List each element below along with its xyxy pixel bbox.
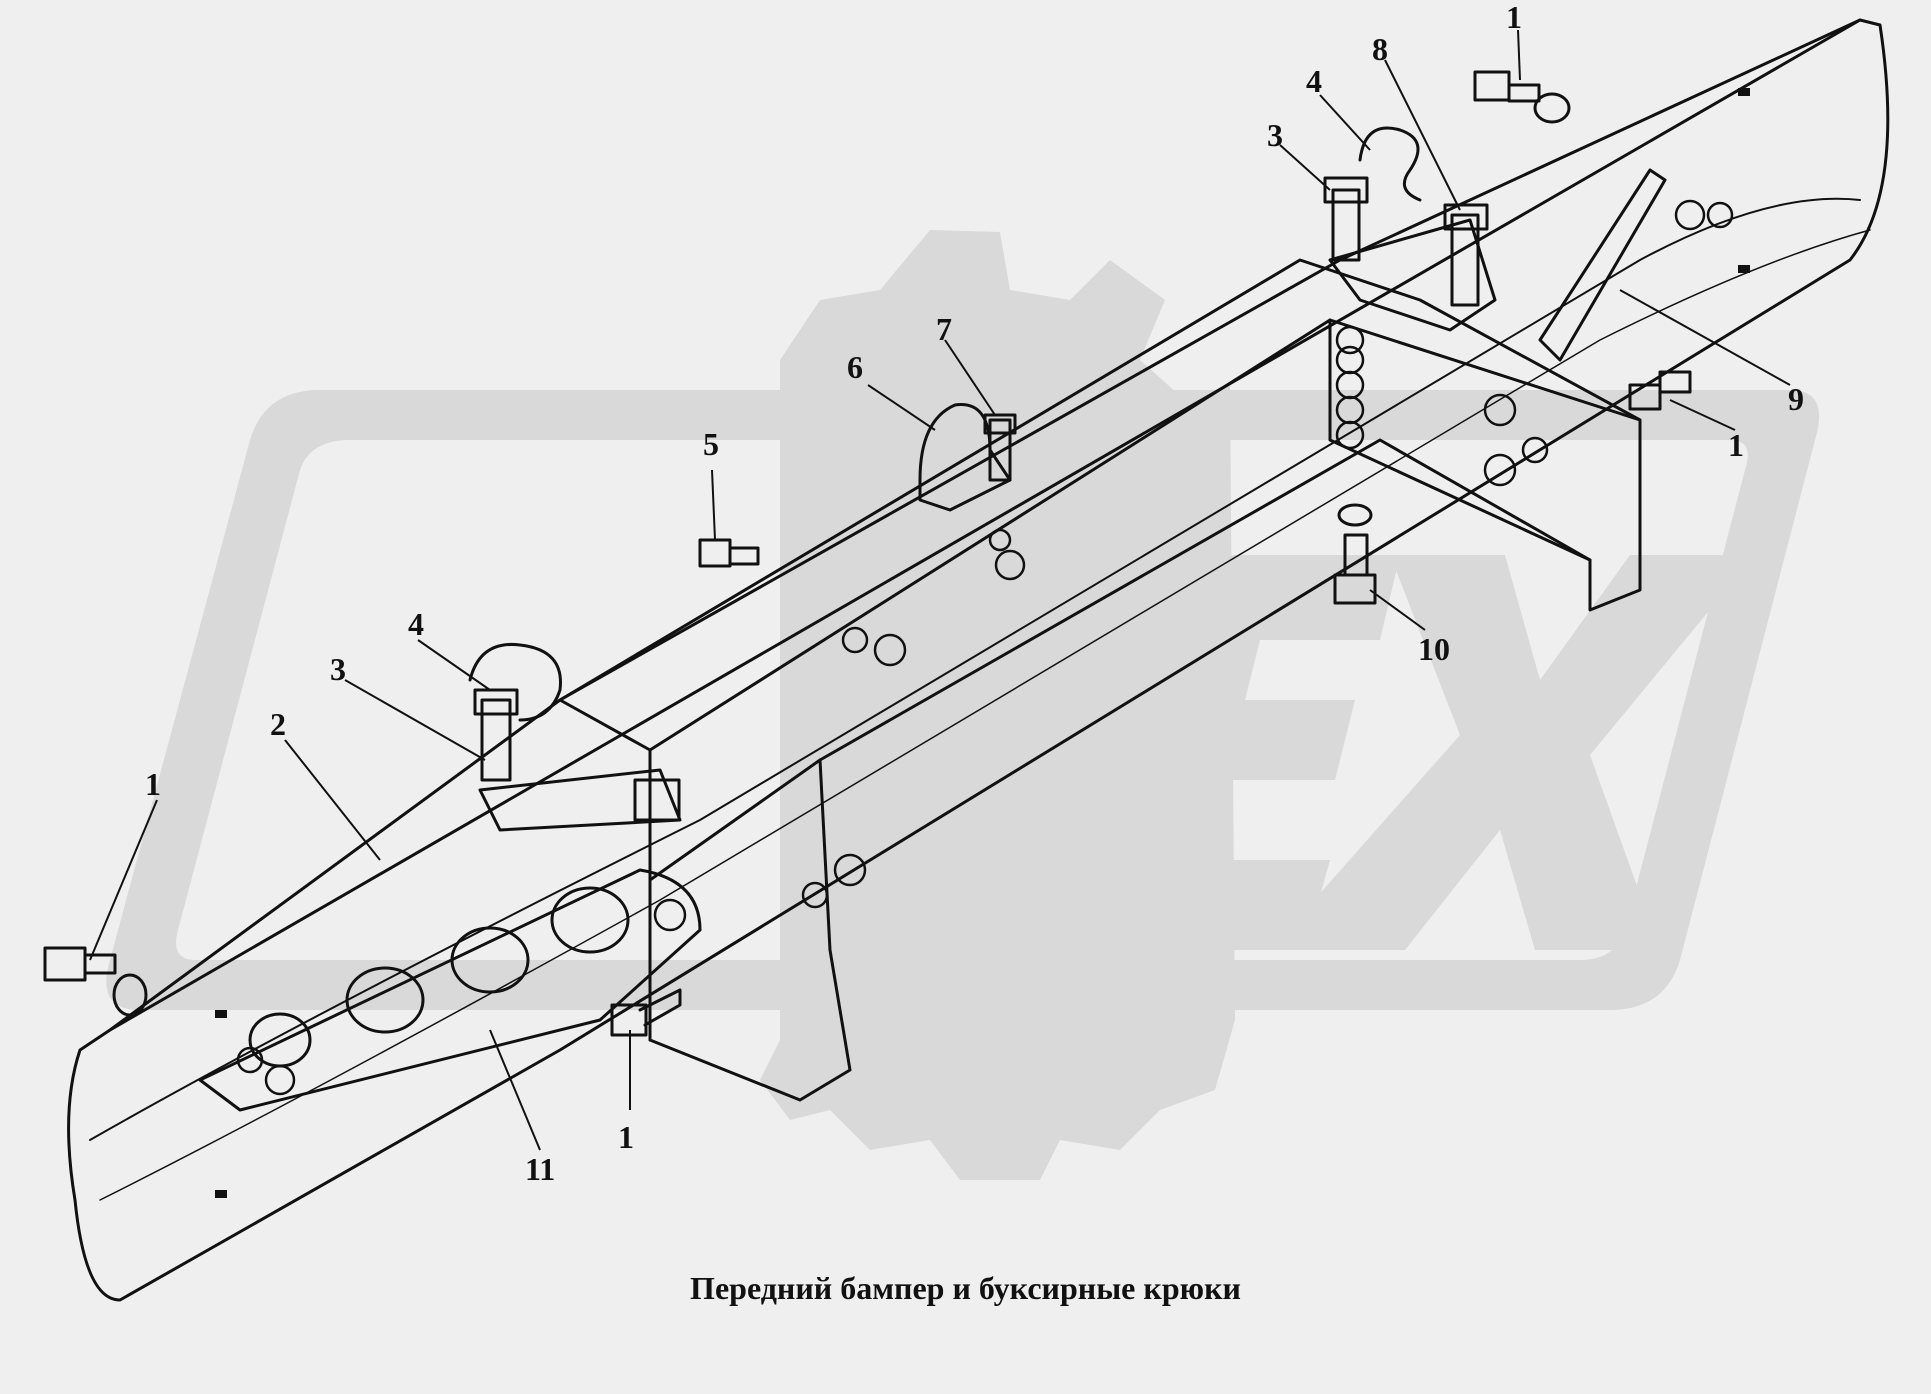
leader-4a xyxy=(417,639,491,691)
leader-7 xyxy=(944,339,996,416)
leader-4b xyxy=(1319,94,1371,151)
leader-8 xyxy=(1384,59,1461,211)
callout-2: 2 xyxy=(270,706,286,742)
frame-beam-flange xyxy=(1328,318,1592,562)
callout-9: 9 xyxy=(1788,381,1804,417)
callout-5: 5 xyxy=(703,426,719,462)
callout-4a: 4 xyxy=(408,606,424,642)
leader-lines xyxy=(89,29,1791,1151)
leader-6 xyxy=(867,384,936,431)
left-hook-bolt xyxy=(480,698,512,782)
bumper-crease-2 xyxy=(99,229,1871,1201)
bumper-upper-edge xyxy=(108,18,1862,1032)
leader-1d xyxy=(1669,399,1736,431)
bolt-5 xyxy=(698,538,760,568)
right-hook-bolt-a xyxy=(1331,188,1361,262)
callout-1b: 1 xyxy=(618,1119,634,1155)
bolt-7-head xyxy=(983,413,1017,435)
watermark-logo xyxy=(106,230,1820,1180)
bolt-1-top-right xyxy=(1473,70,1571,124)
leader-11 xyxy=(489,1029,541,1151)
leader-10 xyxy=(1369,589,1426,631)
callout-10: 10 xyxy=(1418,631,1450,667)
right-strut xyxy=(1538,168,1667,362)
callout-3b: 3 xyxy=(1267,117,1283,153)
callout-8: 8 xyxy=(1372,31,1388,67)
watermark-letter-e xyxy=(1035,555,1400,950)
frame-beam xyxy=(558,258,1642,1102)
watermark-letter-x xyxy=(1270,555,1755,950)
leader-5 xyxy=(711,469,716,541)
gusset-hole-3 xyxy=(550,886,630,954)
bumper-assembly xyxy=(43,18,1890,1302)
right-hook-bolt-b xyxy=(1450,213,1480,307)
bolt-7 xyxy=(988,418,1012,482)
gusset-hole-4 xyxy=(248,1012,312,1068)
right-hook-bolt-a-head xyxy=(1323,176,1369,204)
right-hook-bracket xyxy=(1328,218,1497,332)
bolt-1-right xyxy=(1628,370,1692,411)
bumper-blade xyxy=(67,18,1890,1302)
leader-3b xyxy=(1279,144,1331,191)
right-tow-hook xyxy=(1358,126,1422,202)
frame-beam-lower xyxy=(648,758,822,1042)
left-hook-nut xyxy=(633,778,681,822)
leader-9 xyxy=(1619,289,1791,386)
left-hook-bolt-head xyxy=(473,688,519,716)
leader-1c xyxy=(1517,29,1521,81)
blade-slots xyxy=(215,88,1750,1198)
right-hook-bolt-b-head xyxy=(1443,203,1489,231)
gusset-hole-1 xyxy=(345,966,425,1034)
left-gusset xyxy=(198,868,702,1112)
callout-labels: 1 1 1 1 2 3 3 4 4 5 6 7 8 9 10 11 xyxy=(145,0,1804,1187)
callout-3a: 3 xyxy=(330,651,346,687)
callout-1a: 1 xyxy=(145,766,161,802)
leader-2 xyxy=(284,739,381,861)
callout-6: 6 xyxy=(847,349,863,385)
leader-3a xyxy=(344,679,486,761)
callout-4b: 4 xyxy=(1306,63,1322,99)
leader-1a xyxy=(89,799,158,961)
bolt-10 xyxy=(1333,503,1377,605)
beam-fasteners xyxy=(236,199,1734,1096)
left-tow-hook xyxy=(468,642,562,722)
bumper-crease xyxy=(89,197,1861,1141)
bolt-1-left xyxy=(43,946,148,1017)
gusset-hole-2 xyxy=(450,926,530,994)
diagram-caption: Передний бампер и буксирные крюки xyxy=(690,1270,1241,1306)
callout-7: 7 xyxy=(936,311,952,347)
callout-1c: 1 xyxy=(1506,0,1522,35)
callout-11: 11 xyxy=(525,1151,555,1187)
callout-1d: 1 xyxy=(1728,427,1744,463)
